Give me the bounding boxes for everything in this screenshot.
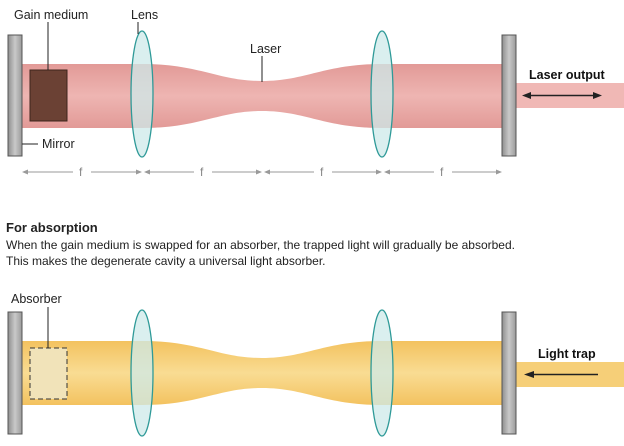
gain-medium-label: Gain medium bbox=[14, 8, 88, 22]
left-mirror-bottom bbox=[7, 311, 23, 435]
light-trap-label: Light trap bbox=[538, 347, 596, 361]
caption-line-2: This makes the degenerate cavity a unive… bbox=[6, 254, 326, 268]
absorber-label: Absorber bbox=[11, 292, 62, 306]
focal-label-3: f bbox=[320, 165, 324, 179]
absorber-block bbox=[29, 347, 68, 400]
absorption-caption: For absorption When the gain medium is s… bbox=[6, 220, 618, 269]
light-trap-arrow bbox=[524, 371, 598, 378]
left-mirror bbox=[7, 34, 23, 157]
focal-length-markers bbox=[22, 169, 502, 175]
trapped-light-beam bbox=[22, 341, 503, 405]
lens-left bbox=[130, 30, 154, 158]
caption-line-1: When the gain medium is swapped for an a… bbox=[6, 238, 515, 252]
lens-left-bottom bbox=[130, 309, 154, 437]
laser-output-arrow bbox=[522, 92, 602, 99]
laser-output-label: Laser output bbox=[529, 68, 606, 82]
absorber-cavity: Absorber Light trap bbox=[7, 292, 624, 437]
laser-cavity: Gain medium Lens Laser Laser output Mirr… bbox=[7, 8, 624, 179]
lens-right-bottom bbox=[370, 309, 394, 437]
focal-label-2: f bbox=[200, 165, 204, 179]
caption-title: For absorption bbox=[6, 220, 98, 235]
right-mirror-bottom bbox=[501, 311, 517, 435]
laser-label: Laser bbox=[250, 42, 281, 56]
focal-label-1: f bbox=[79, 165, 83, 179]
gain-medium-block bbox=[29, 69, 68, 122]
right-mirror bbox=[501, 34, 517, 157]
focal-label-4: f bbox=[440, 165, 444, 179]
lens-right bbox=[370, 30, 394, 158]
mirror-label: Mirror bbox=[42, 137, 75, 151]
lens-label: Lens bbox=[131, 8, 158, 22]
